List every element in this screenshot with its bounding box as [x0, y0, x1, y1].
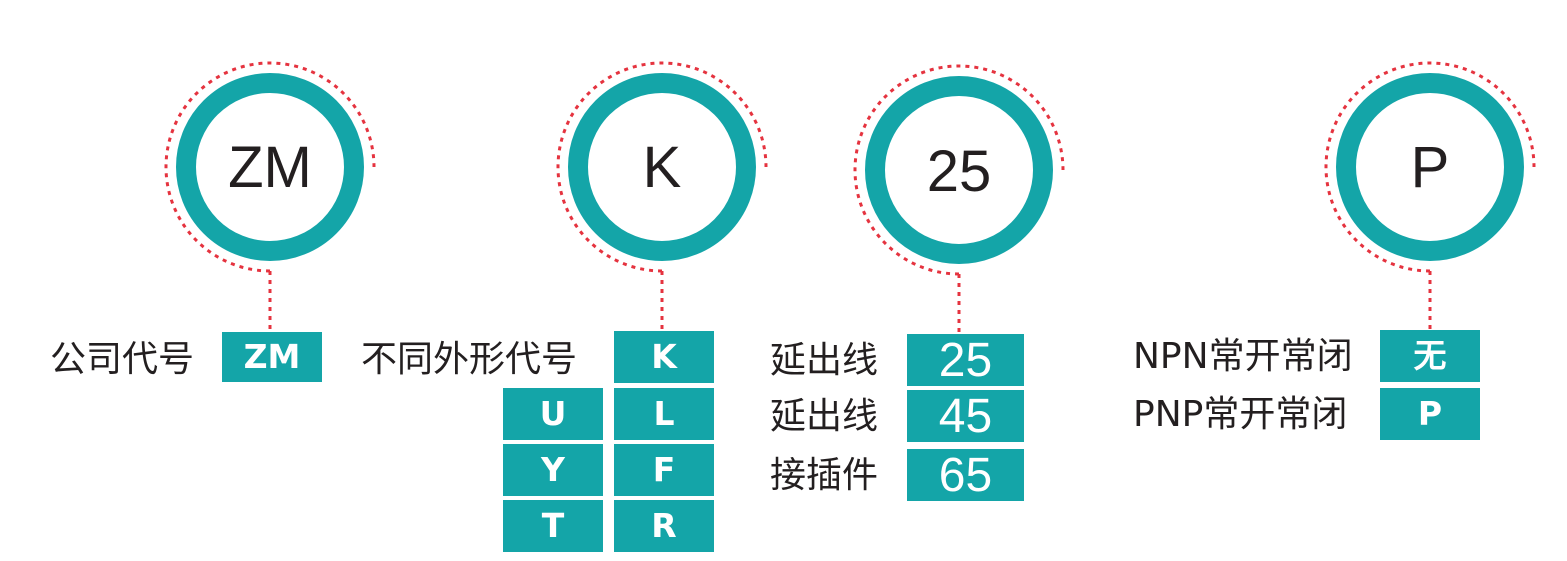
dashed-arc-25 [853, 64, 1065, 276]
box-output-none: 无 [1380, 330, 1480, 382]
ring-p [1336, 73, 1524, 261]
box-shape-u: U [503, 388, 603, 440]
box-cable-65: 65 [907, 449, 1024, 502]
label-pnp: PNP常开常闭 [1133, 394, 1348, 435]
dashed-arc-zm [164, 61, 376, 273]
circle-code-k: K [642, 135, 682, 200]
box-output-p: P [1380, 388, 1480, 440]
dashed-arc-p [1324, 61, 1536, 273]
label-npn: NPN常开常闭 [1133, 336, 1353, 377]
box-company-zm: ZM [222, 332, 322, 382]
dashed-arc-k [556, 61, 768, 273]
box-cable-45: 45 [907, 390, 1024, 443]
label-company-code: 公司代号 [50, 339, 195, 380]
box-shape-f: F [614, 444, 714, 496]
circle-code-25: 25 [926, 139, 992, 204]
box-shape-y: Y [503, 444, 603, 496]
box-shape-l: L [614, 388, 714, 440]
box-cable-25: 25 [907, 334, 1024, 387]
box-shape-t: T [503, 500, 603, 552]
box-shape-k: K [614, 331, 714, 383]
label-extension-line-1: 延出线 [770, 340, 879, 381]
circle-code-zm: ZM [228, 135, 312, 200]
label-connector: 接插件 [770, 455, 879, 496]
circle-code-p: P [1410, 135, 1450, 200]
ring-k [568, 73, 756, 261]
label-shape-code: 不同外形代号 [361, 339, 578, 380]
label-extension-line-2: 延出线 [770, 396, 879, 437]
ring-25 [865, 76, 1053, 264]
box-shape-r: R [614, 500, 714, 552]
ring-zm [176, 73, 364, 261]
